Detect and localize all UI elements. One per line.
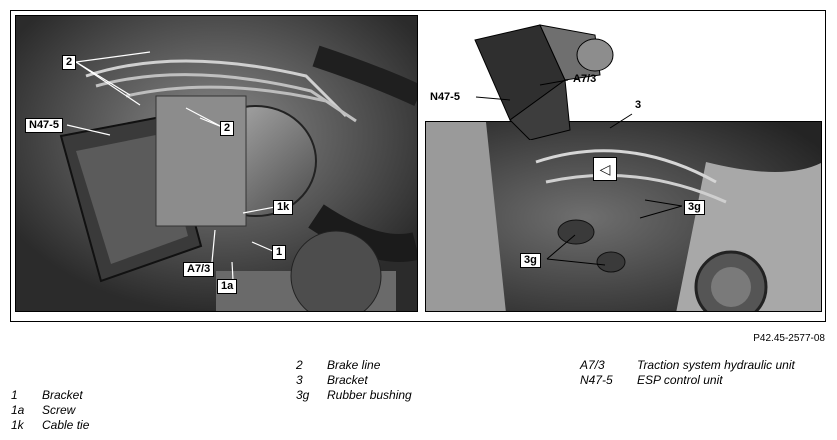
legend-key: N47-5 [580, 373, 613, 387]
legend-label: Screw [42, 403, 76, 417]
callout-1k: 1k [273, 200, 294, 215]
legend-label: Rubber bushing [327, 388, 412, 402]
legend-label: Cable tie [42, 418, 90, 432]
legend-item: 3 Bracket [296, 373, 412, 388]
legend-item: N47-5 ESP control unit [580, 373, 795, 388]
callout-a7-3-right: A7/3 [573, 73, 597, 85]
arrow-triangle-icon: ◁ [593, 157, 617, 181]
legend-key: 3 [296, 373, 303, 387]
legend-item: 3g Rubber bushing [296, 388, 412, 403]
legend-key: 2 [296, 358, 303, 372]
legend-item: A7/3 Traction system hydraulic unit [580, 358, 795, 373]
legend-column-1: 1 Bracket 1a Screw 1k Cable tie [11, 388, 89, 433]
figure-reference: P42.45-2577-08 [753, 333, 825, 344]
legend-key: 1a [11, 403, 25, 417]
legend-label: Traction system hydraulic unit [637, 358, 795, 372]
hydraulic-unit-picture [470, 20, 620, 141]
legend-label: Brake line [327, 358, 381, 372]
callout-2-mid: 2 [220, 121, 235, 136]
legend-item: 1 Bracket [11, 388, 89, 403]
legend-item: 2 Brake line [296, 358, 412, 373]
callout-3g-bottom: 3g [520, 253, 541, 268]
legend-label: Bracket [327, 373, 368, 387]
callout-2-top: 2 [62, 55, 77, 70]
callout-n47-5-left: N47-5 [25, 118, 63, 133]
legend-column-3: A7/3 Traction system hydraulic unit N47-5… [580, 358, 795, 388]
legend-label: ESP control unit [637, 373, 723, 387]
legend-key: 1 [11, 388, 18, 402]
callout-3: 3 [635, 99, 642, 111]
legend-item: 1k Cable tie [11, 418, 89, 433]
callout-1: 1 [272, 245, 287, 260]
legend-item: 1a Screw [11, 403, 89, 418]
legend-column-2: 2 Brake line 3 Bracket 3g Rubber bushing [296, 358, 412, 403]
legend-label: Bracket [42, 388, 83, 402]
callout-a7-3-left: A7/3 [183, 262, 215, 277]
right-engine-photo [425, 121, 822, 312]
legend-key: 3g [296, 388, 310, 402]
legend-key: 1k [11, 418, 24, 432]
callout-1a: 1a [217, 279, 238, 294]
legend-key: A7/3 [580, 358, 605, 372]
callout-3g-right: 3g [684, 200, 705, 215]
callout-n47-5-right: N47-5 [430, 91, 460, 103]
